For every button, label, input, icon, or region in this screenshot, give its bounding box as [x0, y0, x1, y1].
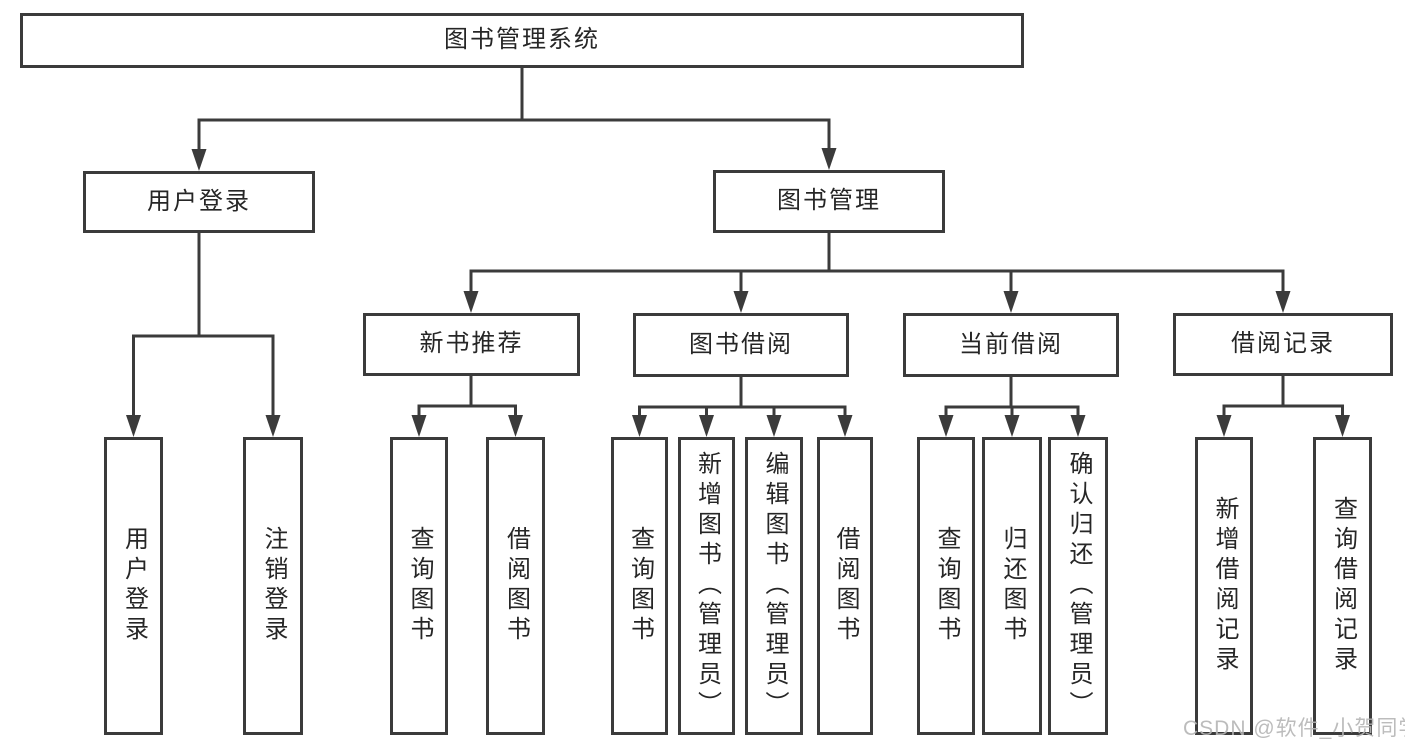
node-label: 查询图书	[626, 526, 654, 646]
node-label: 新书推荐	[419, 330, 524, 358]
leaf-recommend-query-books: 查询图书	[390, 437, 448, 735]
node-label: 归还图书	[999, 526, 1026, 646]
csdn-watermark: CSDN @软件_小贺同学	[1183, 717, 1405, 740]
leaf-current-confirm-return-admin: 确认归还（管理员）	[1048, 437, 1108, 735]
node-user-login: 用户登录	[83, 171, 315, 233]
arrowhead	[463, 291, 479, 313]
leaf-borrowing-add-books-admin: 新增图书（管理员）	[678, 437, 735, 735]
node-label: 图书管理系统	[444, 26, 600, 54]
node-label: 用户登录	[147, 187, 251, 215]
connector-book-management-to-level3	[463, 233, 1291, 313]
node-label: 编辑图书（管理员）	[761, 451, 788, 721]
node-label: 新增借阅记录	[1211, 496, 1238, 676]
node-label: 借阅记录	[1231, 330, 1335, 358]
arrowhead	[508, 415, 523, 437]
arrowhead	[938, 415, 954, 437]
node-label: 图书借阅	[689, 330, 793, 358]
connector-user-login-to-leaves	[126, 233, 281, 437]
node-label: 新增图书（管理员）	[693, 451, 721, 721]
node-borrowing-records: 借阅记录	[1173, 313, 1393, 376]
node-label: 查询图书	[406, 526, 433, 646]
node-label: 当前借阅	[959, 330, 1063, 358]
leaf-records-add-record: 新增借阅记录	[1195, 437, 1253, 735]
connector-borrowing-records-to-leaves	[1216, 376, 1350, 437]
arrowhead	[126, 415, 141, 437]
leaf-user-login: 用户登录	[104, 437, 163, 735]
node-label: 查询图书	[933, 526, 960, 646]
node-label: 图书管理	[777, 187, 881, 215]
node-label: 查询借阅记录	[1329, 496, 1357, 676]
node-label: 注销登录	[260, 526, 287, 646]
arrowhead	[1216, 415, 1232, 437]
connector-book-borrowing-to-leaves	[632, 377, 853, 437]
arrowhead	[837, 415, 853, 437]
leaf-current-query-books: 查询图书	[917, 437, 975, 735]
arrowhead	[411, 415, 427, 437]
arrowhead	[733, 291, 749, 313]
node-current-borrowing: 当前借阅	[903, 313, 1119, 377]
arrowhead	[632, 415, 647, 437]
node-new-book-recommend: 新书推荐	[363, 313, 580, 376]
connector-new-book-recommend-to-leaves	[411, 376, 523, 437]
arrowhead	[1070, 415, 1086, 437]
arrowhead	[191, 149, 207, 171]
leaf-recommend-borrow-books: 借阅图书	[486, 437, 545, 735]
node-label: 借阅图书	[502, 526, 530, 646]
node-label: 用户登录	[120, 526, 148, 646]
arrowhead	[265, 415, 281, 437]
leaf-logout-login: 注销登录	[243, 437, 303, 735]
arrowhead	[1275, 291, 1291, 313]
arrowhead	[821, 148, 837, 170]
leaf-borrowing-query-books: 查询图书	[611, 437, 668, 735]
node-book-borrowing: 图书借阅	[633, 313, 849, 377]
arrowhead	[699, 415, 714, 437]
arrowhead	[1003, 291, 1019, 313]
leaf-records-query-record: 查询借阅记录	[1313, 437, 1372, 735]
leaf-borrowing-edit-books-admin: 编辑图书（管理员）	[745, 437, 803, 735]
connector-root-to-level2	[191, 68, 837, 171]
node-label: 确认归还（管理员）	[1065, 451, 1092, 721]
arrowhead	[1004, 415, 1020, 437]
node-library-management-system: 图书管理系统	[20, 13, 1024, 68]
connector-current-borrowing-to-leaves	[938, 377, 1086, 437]
leaf-borrowing-borrow-books: 借阅图书	[817, 437, 873, 735]
node-book-management: 图书管理	[713, 170, 945, 233]
leaf-current-return-books: 归还图书	[982, 437, 1042, 735]
node-label: 借阅图书	[832, 526, 859, 646]
arrowhead	[766, 415, 782, 437]
arrowhead	[1335, 415, 1350, 437]
